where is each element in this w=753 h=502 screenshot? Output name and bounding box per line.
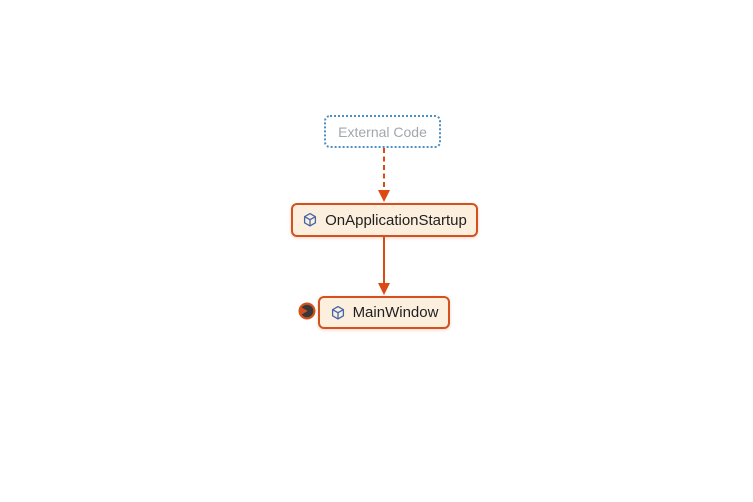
location-marker-icon: [298, 302, 316, 320]
method-cube-icon: [304, 212, 317, 227]
node-label: MainWindow: [352, 304, 439, 321]
edge-startup-to-mainwindow[interactable]: [378, 237, 390, 295]
node-onapplicationstartup[interactable]: OnApplicationStartup: [291, 203, 478, 237]
node-external-code[interactable]: External Code: [324, 115, 441, 148]
arrowhead-icon: [378, 190, 390, 202]
node-mainwindow[interactable]: MainWindow: [318, 296, 450, 329]
node-label: OnApplicationStartup: [325, 211, 467, 229]
node-label: External Code: [338, 123, 427, 140]
method-cube-icon: [331, 305, 344, 320]
arrowhead-icon: [378, 283, 390, 295]
edge-external-to-startup[interactable]: [378, 148, 390, 202]
